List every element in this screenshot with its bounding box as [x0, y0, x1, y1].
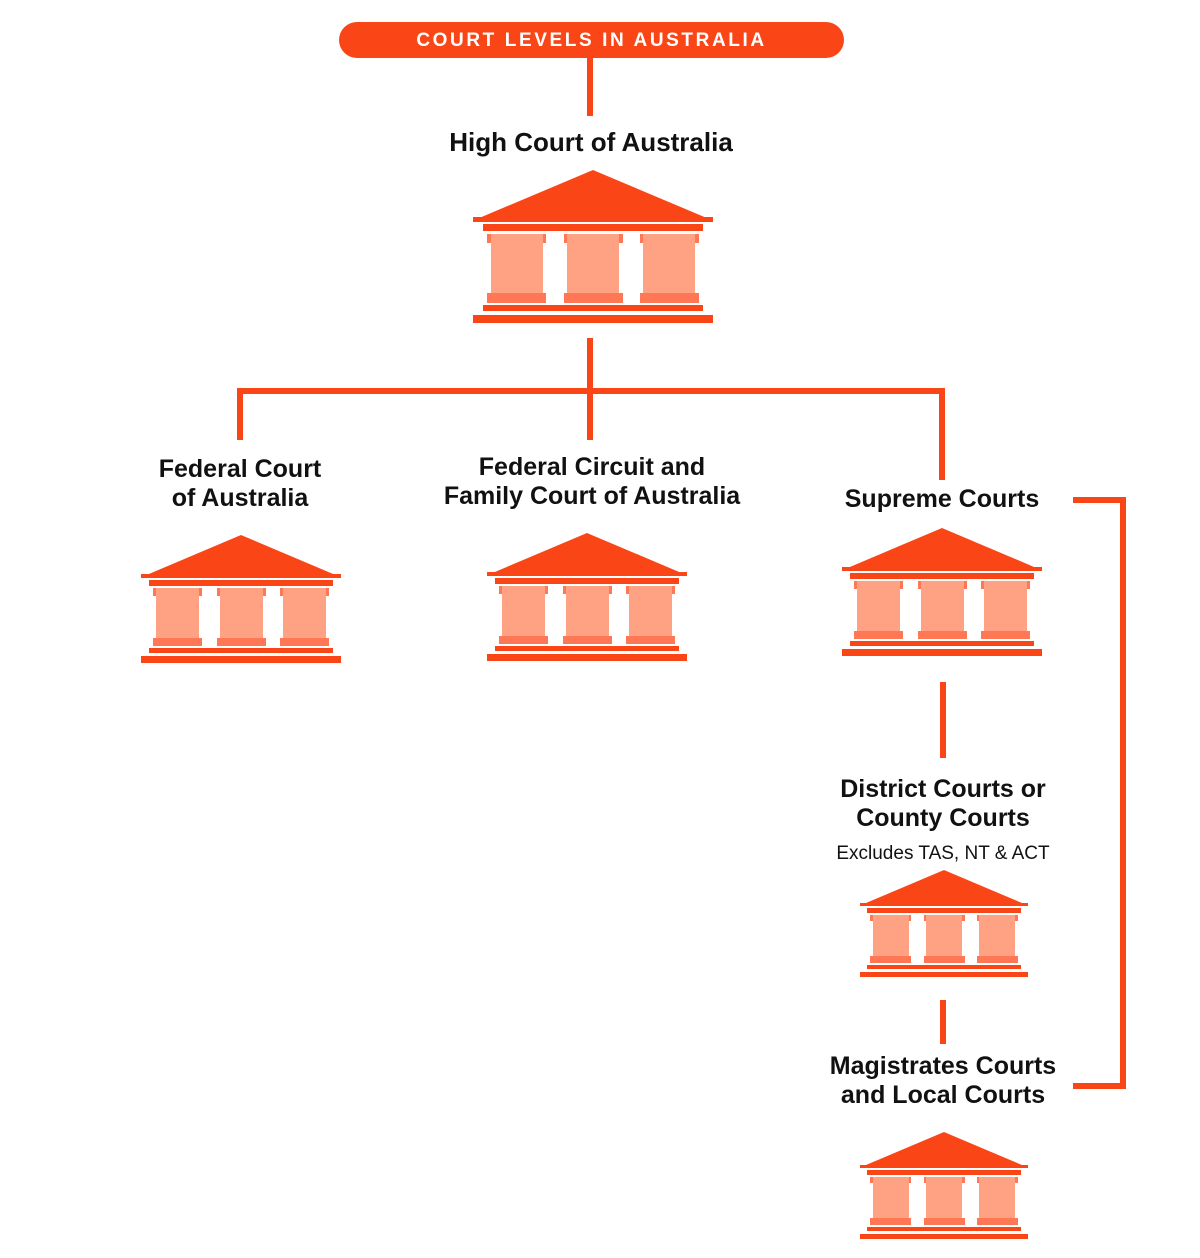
icon-column-base — [870, 956, 912, 964]
icon-entablature-bar — [842, 566, 1042, 572]
icon-roof-pediment — [147, 535, 335, 575]
icon-column-shaft — [979, 1176, 1016, 1226]
connector-drop-supreme-courts — [939, 388, 945, 480]
icon-roof-pediment — [865, 870, 1023, 904]
icon-column-shaft — [872, 1176, 909, 1226]
icon-entablature-bar — [141, 573, 341, 579]
icon-foundation-bar — [860, 1234, 1028, 1240]
icon-foundation-bar — [860, 972, 1028, 978]
icon-column-base — [563, 292, 623, 303]
connector-drop-federal-court — [237, 388, 243, 440]
icon-plinth-bar — [149, 647, 333, 654]
icon-column-base — [870, 1218, 912, 1226]
connector-district-to-magistrates — [940, 1000, 946, 1044]
icon-column-base — [639, 292, 699, 303]
icon-plinth-bar — [483, 305, 703, 312]
node-label-federal-court: Federal Court of Australia — [158, 455, 322, 512]
icon-column-base — [562, 635, 612, 644]
icon-architrave-bar — [483, 224, 703, 231]
icon-column-shaft — [491, 233, 543, 303]
node-label-district-courts: District Courts or County Courts — [840, 775, 1046, 832]
node-label-supreme-courts: Supreme Courts — [844, 485, 1040, 513]
icon-column-base — [626, 635, 676, 644]
icon-column-base — [153, 637, 203, 646]
icon-column-base — [280, 637, 330, 646]
icon-plinth-bar — [867, 964, 1021, 970]
icon-column-base — [499, 635, 549, 644]
icon-entablature-bar — [473, 216, 713, 222]
icon-column-shaft — [156, 588, 199, 646]
icon-column-base — [976, 1218, 1019, 1226]
icon-plinth-bar — [867, 1226, 1021, 1232]
icon-column-shaft — [926, 1176, 963, 1226]
icon-column-base — [981, 630, 1031, 639]
connector-level2-horizontal-bar — [237, 388, 945, 394]
icon-foundation-bar — [842, 649, 1042, 656]
icon-column-shaft — [565, 586, 609, 644]
icon-column-base — [854, 630, 904, 639]
icon-column-shaft — [643, 233, 695, 303]
icon-column-shaft — [219, 588, 263, 646]
icon-column-shaft — [926, 914, 963, 964]
node-note-district-courts: Excludes TAS, NT & ACT — [836, 843, 1050, 864]
icon-column-shaft — [979, 914, 1016, 964]
icon-entablature-bar — [487, 571, 687, 577]
connector-bypass-top-segment — [1073, 497, 1126, 503]
connector-bypass-vertical-segment — [1120, 497, 1126, 1089]
icon-column-base — [923, 1218, 965, 1226]
icon-architrave-bar — [867, 908, 1021, 913]
icon-architrave-bar — [495, 578, 679, 584]
icon-column-base — [923, 956, 965, 964]
icon-column-shaft — [872, 914, 909, 964]
icon-architrave-bar — [867, 1170, 1021, 1175]
icon-foundation-bar — [141, 656, 341, 663]
icon-architrave-bar — [850, 573, 1034, 579]
icon-column-base — [917, 630, 967, 639]
icon-entablature-bar — [860, 1164, 1028, 1169]
icon-column-shaft — [920, 581, 964, 639]
icon-roof-pediment — [493, 533, 681, 573]
icon-foundation-bar — [487, 654, 687, 661]
icon-plinth-bar — [850, 640, 1034, 647]
icon-column-base — [976, 956, 1019, 964]
connector-supreme-to-district — [940, 682, 946, 758]
connector-bypass-bottom-segment — [1073, 1083, 1126, 1089]
icon-column-base — [216, 637, 266, 646]
icon-column-shaft — [984, 581, 1027, 639]
icon-roof-pediment — [480, 170, 706, 218]
icon-column-shaft — [857, 581, 900, 639]
icon-column-shaft — [629, 586, 672, 644]
icon-column-shaft — [502, 586, 545, 644]
node-label-high-court: High Court of Australia — [449, 127, 733, 157]
icon-entablature-bar — [860, 902, 1028, 907]
court-building-icon-supreme-courts — [842, 528, 1042, 660]
court-building-icon-federal-court — [141, 535, 341, 667]
court-building-icon-federal-circuit-court — [487, 533, 687, 665]
icon-column-shaft — [567, 233, 619, 303]
icon-column-base — [487, 292, 547, 303]
icon-architrave-bar — [149, 580, 333, 586]
page-title: COURT LEVELS IN AUSTRALIA — [416, 29, 767, 51]
icon-plinth-bar — [495, 645, 679, 652]
court-building-icon-high-court — [473, 170, 713, 328]
icon-column-shaft — [283, 588, 326, 646]
icon-foundation-bar — [473, 315, 713, 323]
node-label-federal-circuit-court: Federal Circuit and Family Court of Aust… — [443, 453, 741, 510]
court-building-icon-magistrates-courts — [860, 1132, 1028, 1243]
connector-banner-to-high-court — [587, 58, 593, 116]
diagram-title-banner: COURT LEVELS IN AUSTRALIA — [339, 22, 844, 58]
court-building-icon-district-courts — [860, 870, 1028, 981]
icon-roof-pediment — [865, 1132, 1023, 1166]
node-label-magistrates-courts: Magistrates Courts and Local Courts — [829, 1052, 1057, 1109]
icon-roof-pediment — [848, 528, 1036, 568]
